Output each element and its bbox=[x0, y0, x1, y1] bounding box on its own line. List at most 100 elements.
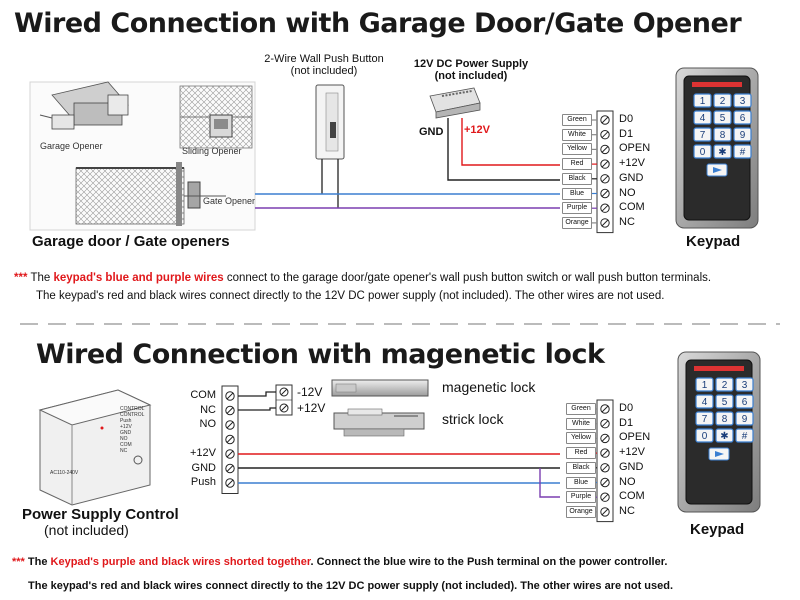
terminal-label: D1 bbox=[619, 127, 634, 140]
maglock-device bbox=[331, 379, 429, 397]
wire-label: Blue bbox=[566, 476, 596, 489]
top-note-rest: connect to the garage door/gate opener's… bbox=[226, 272, 712, 284]
keypad-key: ✱ bbox=[720, 431, 728, 442]
terminal-label: COM bbox=[619, 490, 645, 503]
psc-device-label: NO bbox=[120, 436, 128, 442]
psc-terminal-label: NO bbox=[199, 418, 217, 430]
keypad-key: 2 bbox=[720, 96, 726, 107]
wall-push-button bbox=[315, 84, 345, 208]
top-note-the: The bbox=[30, 272, 51, 284]
keypad-key: 1 bbox=[700, 96, 706, 107]
keypad-key: 0 bbox=[702, 431, 708, 442]
strike-lock-device bbox=[333, 408, 425, 437]
psc-model-label: AC110-240V bbox=[50, 470, 79, 476]
power-supply-label-line1: 12V DC Power Supply bbox=[413, 58, 529, 70]
wire-label: Red bbox=[566, 447, 596, 460]
gate-opener-label: Gate Opener bbox=[203, 196, 256, 206]
keypad-key: 9 bbox=[742, 414, 748, 425]
keypad-key: 6 bbox=[740, 113, 746, 124]
psc-terminal-label: NC bbox=[200, 403, 216, 416]
terminal-label: GND bbox=[619, 171, 644, 184]
terminal-label: D1 bbox=[619, 416, 634, 429]
terminal-label: D0 bbox=[619, 113, 634, 125]
strike-lock-label: strick lock bbox=[442, 411, 504, 427]
lock-terminal-block bbox=[275, 384, 293, 416]
terminal-label: OPEN bbox=[619, 431, 651, 444]
bottom-note-line2: The keypad's red and black wires connect… bbox=[28, 580, 674, 592]
gnd-label: GND bbox=[419, 126, 444, 138]
terminal-screw bbox=[600, 433, 610, 444]
terminal-label: NC bbox=[619, 215, 635, 228]
psc-terminal-strip bbox=[221, 385, 239, 494]
terminal-label: NO bbox=[619, 475, 636, 488]
terminal-screw bbox=[600, 174, 610, 184]
psc-device-label: NC bbox=[120, 448, 128, 454]
wire-label: Orange bbox=[562, 216, 592, 229]
lock-plus-label: +12V bbox=[297, 401, 326, 415]
keypad-key: ✱ bbox=[718, 147, 726, 158]
top-keypad-caption: Keypad bbox=[686, 233, 741, 250]
wire-label: Yellow bbox=[562, 143, 592, 156]
keypad-key: 3 bbox=[742, 380, 748, 391]
wire-label: Black bbox=[566, 461, 596, 474]
top-wires bbox=[255, 118, 560, 209]
keypad-key: 6 bbox=[742, 397, 748, 408]
keypad-key: 8 bbox=[720, 130, 726, 141]
psc-caption: Power Supply Control bbox=[22, 506, 179, 523]
psc-terminal-label: COM bbox=[190, 389, 216, 401]
terminal-screw bbox=[600, 159, 610, 169]
keypad-key: 4 bbox=[700, 113, 706, 124]
bottom-note-highlight: Keypad's purple and black wires shorted … bbox=[50, 556, 311, 568]
bottom-note-rest: . Connect the blue wire to the Push term… bbox=[310, 556, 668, 568]
terminal-screw bbox=[600, 144, 610, 155]
wire-label: Green bbox=[562, 114, 592, 126]
power-supply-label-line2: (not included) bbox=[434, 70, 508, 82]
keypad-key: 4 bbox=[702, 397, 708, 408]
garage-opener-label: Garage Opener bbox=[40, 141, 103, 151]
terminal-screw bbox=[600, 507, 610, 517]
wire-label: White bbox=[566, 417, 596, 430]
bottom-keypad-caption: Keypad bbox=[690, 521, 745, 538]
wire-label: Black bbox=[562, 172, 592, 185]
terminal-screw bbox=[600, 477, 610, 488]
push-button-label-line1: 2-Wire Wall Push Button bbox=[264, 53, 384, 65]
terminal-label: +12V bbox=[619, 157, 645, 170]
terminal-label: OPEN bbox=[619, 142, 651, 155]
v12-label: +12V bbox=[464, 124, 490, 136]
psc-device-label: CONTROL bbox=[120, 406, 145, 412]
top-note-line1: *** The keypad's blue and purple wires c… bbox=[14, 272, 711, 284]
top-title: Wired Connection with Garage Door/Gate O… bbox=[14, 8, 742, 39]
psc-subcaption: (not included) bbox=[44, 522, 129, 538]
keypad-key: # bbox=[742, 431, 748, 442]
bottom-terminal-block bbox=[594, 399, 614, 523]
keypad-key: 3 bbox=[740, 96, 746, 107]
terminal-screw bbox=[600, 218, 610, 228]
terminal-screw bbox=[600, 203, 610, 213]
sliding-opener-label: Sliding Opener bbox=[182, 146, 242, 156]
keypad-key: 9 bbox=[740, 130, 746, 141]
terminal-screw bbox=[600, 115, 610, 125]
push-button-label: 2-Wire Wall Push Button (not included) bbox=[264, 53, 384, 77]
wire-label: Yellow bbox=[566, 432, 596, 445]
terminal-label: +12V bbox=[619, 446, 645, 459]
keypad-key: 7 bbox=[702, 414, 708, 425]
terminal-screw bbox=[600, 419, 610, 429]
keypad-key: 5 bbox=[720, 113, 726, 124]
psc-terminal-label: +12V bbox=[190, 447, 216, 459]
maglock-label: magenetic lock bbox=[442, 379, 536, 395]
terminal-label: COM bbox=[619, 201, 645, 214]
power-supply-module bbox=[429, 87, 481, 119]
bottom-title: Wired Connection with magenetic lock bbox=[36, 339, 605, 370]
psc-terminal-label: Push bbox=[190, 476, 216, 488]
terminal-label: NO bbox=[619, 186, 636, 199]
bottom-note-stars: *** bbox=[12, 556, 25, 568]
terminal-label: GND bbox=[619, 460, 644, 473]
terminal-screw bbox=[600, 448, 610, 458]
bottom-note-line1: *** The Keypad's purple and black wires … bbox=[12, 556, 667, 568]
keypad-key: 0 bbox=[700, 147, 706, 158]
psc-device-label: GND bbox=[120, 430, 132, 436]
